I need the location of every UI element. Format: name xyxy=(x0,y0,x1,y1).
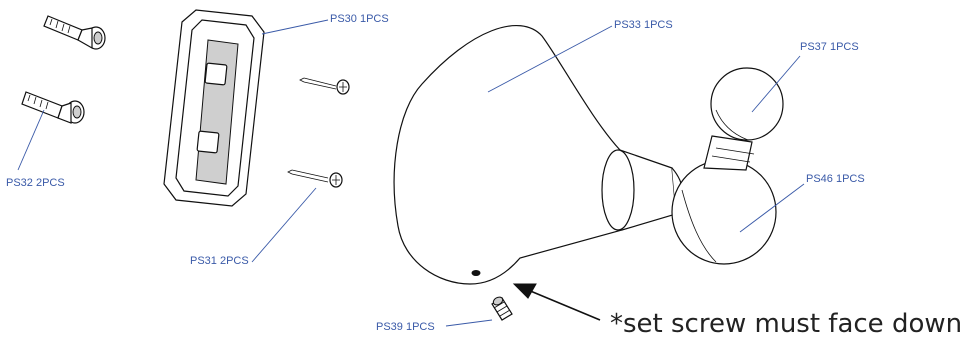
ps33-label: PS33 1PCS xyxy=(614,19,673,31)
mounting-plate xyxy=(163,9,265,207)
knob-sphere xyxy=(671,159,777,265)
ps39-label: PS39 1PCS xyxy=(376,321,435,333)
wall-anchor-top xyxy=(43,15,106,50)
ps46-leader xyxy=(739,183,805,233)
set-screw-note: *set screw must face down xyxy=(610,309,962,339)
ps46-label: PS46 1PCS xyxy=(806,173,865,185)
wall-anchor-bottom xyxy=(21,91,85,124)
ps39-leader xyxy=(445,319,493,327)
ps33-leader xyxy=(487,25,613,93)
set-screw xyxy=(491,296,513,321)
ps32-label: PS32 2PCS xyxy=(6,177,65,189)
screw-bottom xyxy=(287,169,343,188)
knob-neck xyxy=(703,135,755,171)
direction-arrow xyxy=(512,283,601,321)
ps31-leader xyxy=(251,187,317,263)
hook-body xyxy=(393,25,623,285)
screw-top xyxy=(299,77,350,95)
ps31-label: PS31 2PCS xyxy=(190,255,249,267)
ps37-label: PS37 1PCS xyxy=(800,41,859,53)
body-collar xyxy=(601,149,684,231)
ps37-leader xyxy=(751,55,801,113)
ps30-label: PS30 1PCS xyxy=(330,13,389,25)
ps30-leader xyxy=(261,19,329,35)
ps32-leader xyxy=(17,109,45,171)
top-ball xyxy=(710,67,784,141)
